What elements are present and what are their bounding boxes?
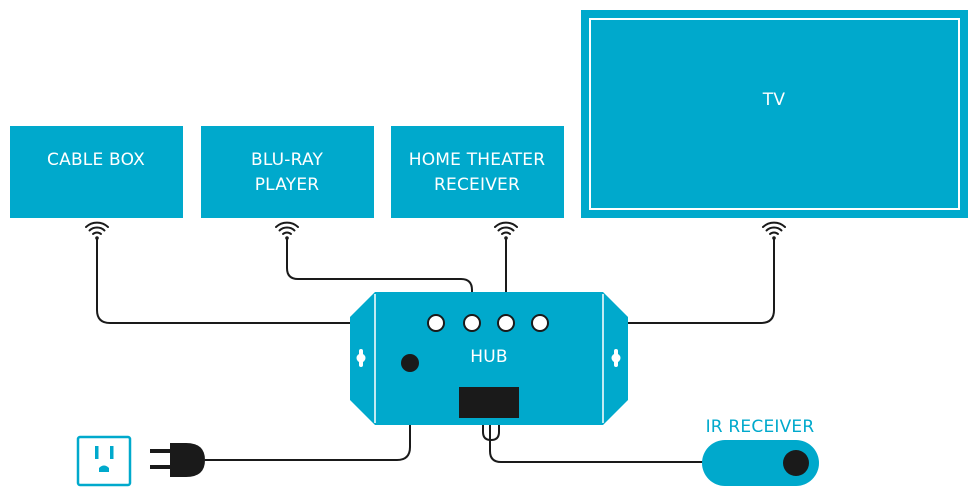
ir-emitter-icon (762, 221, 786, 240)
hub: HUB (350, 292, 628, 425)
bluray-label-line2: PLAYER (255, 175, 320, 195)
device-bluray-player: BLU-RAY PLAYER (201, 126, 374, 218)
ir-emitter-icon (275, 221, 299, 240)
mount-hole-icon (611, 349, 621, 367)
tv-label: TV (762, 90, 786, 110)
cable-box-label: CABLE BOX (47, 150, 145, 170)
cable-bluray (286, 238, 473, 323)
device-cable-box: CABLE BOX (10, 126, 183, 218)
ir-emitter-icon (85, 221, 109, 240)
hub-port-2 (463, 314, 481, 332)
hub-port-1 (427, 314, 445, 332)
bluray-label-line1: BLU-RAY (251, 150, 323, 170)
power-outlet-icon (76, 435, 132, 487)
hub-port-3 (497, 314, 515, 332)
hub-port-4 (531, 314, 549, 332)
ir-emitter-icon (494, 221, 518, 240)
ir-receiver: IR RECEIVER (702, 417, 819, 486)
device-home-theater-receiver: HOME THEATER RECEIVER (391, 126, 564, 218)
receiver-label-line1: HOME THEATER (409, 150, 546, 170)
cable-power (205, 365, 411, 461)
ir-sensor-icon (783, 450, 809, 476)
device-tv: TV (581, 10, 968, 218)
power-plug-icon (150, 443, 205, 477)
hub-label: HUB (470, 347, 508, 367)
tv-screen-frame (589, 18, 960, 210)
hub-power-port (401, 354, 419, 372)
receiver-label-line2: RECEIVER (434, 175, 520, 195)
hub-ir-connector (459, 387, 519, 418)
cable-cable-box (96, 238, 436, 324)
cable-ir-receiver (489, 418, 708, 463)
cables (96, 238, 775, 463)
ir-receiver-label: IR RECEIVER (706, 417, 815, 437)
mount-hole-icon (356, 349, 366, 367)
cable-tv (540, 238, 775, 324)
